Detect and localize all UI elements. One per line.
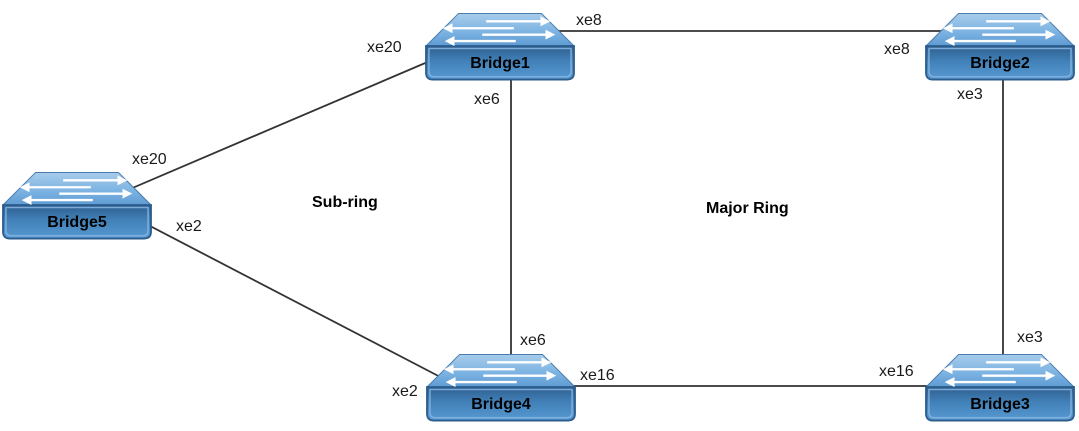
- port-label-bridge3-xe16: xe16: [879, 363, 914, 380]
- port-label-bridge1-xe20: xe20: [367, 39, 402, 56]
- link-bridge5-bridge1: [122, 54, 445, 193]
- node-bridge3: Bridge3: [925, 353, 1075, 423]
- node-bridge4: Bridge4: [426, 353, 576, 423]
- link-bridge5-bridge4: [124, 212, 449, 382]
- node-bridge2: Bridge2: [925, 12, 1075, 82]
- port-label-bridge2-xe8: xe8: [884, 41, 910, 58]
- node-bridge1: Bridge1: [425, 12, 575, 82]
- node-label-bridge4: Bridge4: [471, 396, 531, 413]
- port-label-bridge4-xe6: xe6: [520, 332, 546, 349]
- port-label-bridge4-xe16: xe16: [580, 367, 615, 384]
- port-label-bridge1-xe6: xe6: [474, 91, 500, 108]
- port-label-bridge4-xe2: xe2: [392, 383, 418, 400]
- port-label-bridge2-xe3: xe3: [957, 86, 983, 103]
- node-label-bridge3: Bridge3: [970, 396, 1030, 413]
- port-label-bridge5-xe2: xe2: [176, 218, 202, 235]
- node-label-bridge5: Bridge5: [47, 214, 107, 231]
- port-label-bridge5-xe20: xe20: [132, 151, 167, 168]
- port-label-bridge1-xe8: xe8: [576, 12, 602, 29]
- region-label-major-ring: Major Ring: [706, 200, 789, 217]
- port-label-bridge3-xe3: xe3: [1017, 329, 1043, 346]
- node-bridge5: Bridge5: [2, 171, 152, 241]
- node-label-bridge1: Bridge1: [470, 55, 530, 72]
- region-label-sub-ring: Sub-ring: [312, 194, 378, 211]
- node-label-bridge2: Bridge2: [970, 55, 1030, 72]
